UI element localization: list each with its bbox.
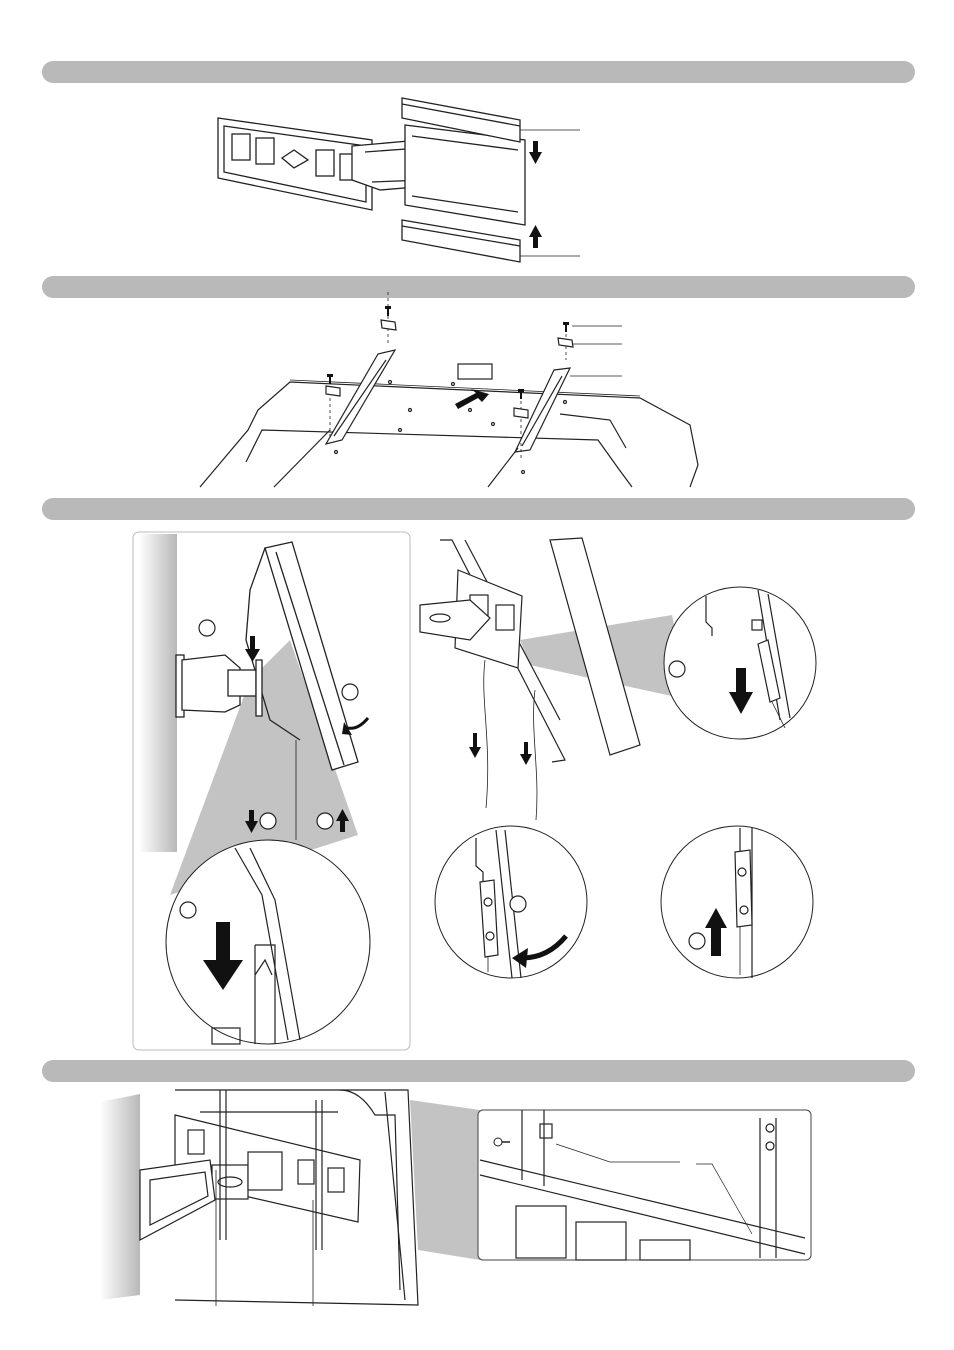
screw-icon <box>563 322 569 332</box>
down-arrow-icon <box>469 733 481 758</box>
wall-surface-step4 <box>100 1094 140 1300</box>
callout-circle-icon <box>669 661 685 677</box>
screw-icon <box>327 374 333 384</box>
step-1-bracket-assembly <box>218 98 580 262</box>
callout-circle-icon <box>260 813 276 829</box>
callout-circle-icon <box>199 620 215 636</box>
callout-circle-icon <box>510 896 526 912</box>
up-arrow-icon <box>529 225 542 248</box>
screw-icon <box>385 306 391 316</box>
down-arrow-icon <box>529 141 542 164</box>
callout-circle-icon <box>342 684 358 700</box>
screw-icon <box>518 389 524 399</box>
callout-circle-icon <box>689 933 705 949</box>
step-2-tv-back-with-rails <box>200 292 698 487</box>
zoom-panel-step4 <box>478 1110 811 1260</box>
step-4-tv-mounted-front <box>140 1090 418 1306</box>
down-arrow-icon <box>520 742 532 765</box>
up-arrow-icon <box>455 389 489 409</box>
callout-circle-icon <box>180 902 196 918</box>
wall-surface <box>139 534 177 852</box>
step-3-tv-bracket-engage <box>420 538 640 820</box>
callout-circle-icon <box>317 813 333 829</box>
zoom-wedge-shade-step4 <box>410 1100 480 1260</box>
zoom-circle-top-right <box>664 587 816 739</box>
zoom-circle-left <box>166 840 370 1044</box>
